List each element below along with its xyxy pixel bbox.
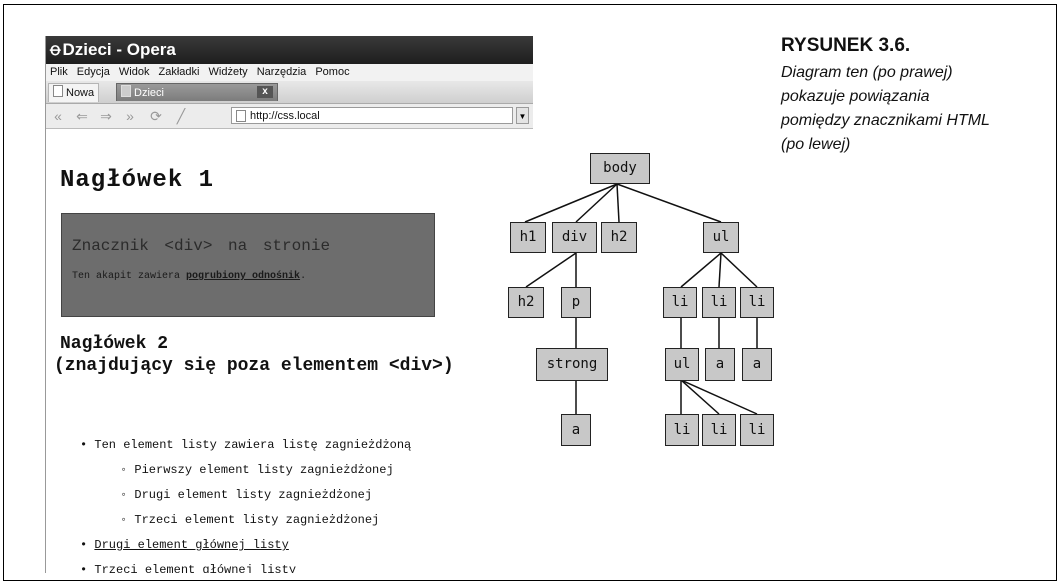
node-li-nested-1: li: [665, 414, 699, 446]
heading-2-line-2: (znajdujący się poza elementem <div>): [54, 356, 454, 376]
nested-list-item: ◦ Pierwszy element listy zagnieżdżonej: [120, 463, 394, 477]
edge-body-h1: [524, 183, 618, 223]
edit-icon[interactable]: ╱: [176, 108, 186, 124]
reload-icon[interactable]: ⟳: [150, 108, 162, 124]
menu-item-plik[interactable]: Plik: [50, 66, 68, 78]
caption-line: pomiędzy znacznikami HTML: [781, 112, 990, 129]
page-content: Nagłówek 1 Znacznik <div> na stronie Ten…: [46, 158, 533, 573]
div-title: Znacznik <div> na stronie: [72, 237, 331, 255]
page-icon: [53, 85, 63, 97]
node-li-1: li: [663, 287, 697, 318]
rewind-icon[interactable]: «: [54, 108, 62, 124]
caption-line: (po lewej): [781, 136, 851, 153]
caption-line: Diagram ten (po prawej): [781, 64, 953, 81]
node-li-nested-2: li: [702, 414, 736, 446]
node-h2: h2: [601, 222, 637, 253]
forward-icon[interactable]: ⇒: [100, 108, 112, 124]
node-a-2: a: [742, 348, 772, 381]
node-ul: ul: [703, 222, 739, 253]
edge-ul-li1: [680, 252, 722, 288]
menu-item-edycja[interactable]: Edycja: [76, 66, 110, 78]
list-item-link[interactable]: Drugi element głównej listy: [94, 538, 289, 552]
node-ul-nested: ul: [665, 348, 699, 381]
node-a-1: a: [705, 348, 735, 381]
page-icon: [236, 110, 246, 122]
close-icon[interactable]: x: [257, 86, 273, 98]
edge-body-ul: [616, 183, 722, 223]
list-item: • Drugi element głównej listy: [80, 538, 289, 552]
fast-forward-icon[interactable]: »: [126, 108, 134, 124]
node-p: p: [561, 287, 591, 318]
heading-1: Nagłówek 1: [60, 167, 215, 194]
nested-item-text: Pierwszy element listy zagnieżdżonej: [134, 463, 394, 477]
window-title: Dzieci - Opera: [62, 40, 176, 59]
menu-item-widzety[interactable]: Widżety: [208, 66, 248, 78]
tab-new[interactable]: Nowa: [48, 83, 100, 102]
tab-active-label: Dzieci: [134, 87, 164, 99]
tab-new-label: Nowa: [66, 87, 95, 99]
nested-list-item: ◦ Trzeci element listy zagnieżdżonej: [120, 513, 380, 527]
node-a-strong: a: [561, 414, 591, 446]
list-item: • Ten element listy zawiera listę zagnie…: [80, 438, 412, 452]
node-body: body: [590, 153, 650, 184]
tab-dzieci[interactable]: Dzieci x: [116, 83, 278, 101]
figure-title: RYSUNEK 3.6.: [781, 35, 911, 56]
node-li-3: li: [740, 287, 774, 318]
node-strong: strong: [536, 348, 608, 381]
edge-ul-li3: [720, 252, 758, 288]
list-item-link[interactable]: Trzeci element głównej listy: [94, 563, 297, 573]
node-h2-child: h2: [508, 287, 544, 318]
div-paragraph: Ten akapit zawiera pogrubiony odnośnik.: [72, 271, 306, 282]
navigation-bar: « ⇐ ⇒ » ⟳ ╱ http://css.local ▼: [46, 104, 533, 129]
menu-item-zakladki[interactable]: Zakładki: [158, 66, 200, 78]
node-div: div: [552, 222, 597, 253]
edge-body-div: [575, 183, 618, 223]
caption-line: pokazuje powiązania: [781, 88, 930, 105]
heading-2-line-1: Nagłówek 2: [60, 334, 169, 354]
menu-item-widok[interactable]: Widok: [118, 66, 150, 78]
edge-body-h2: [616, 183, 620, 223]
div-box: Znacznik <div> na stronie Ten akapit zaw…: [61, 213, 435, 317]
list-item: • Trzeci element głównej listy: [80, 563, 296, 573]
heading-2: Nagłówek 2 (znajdujący się poza elemente…: [54, 333, 454, 377]
node-li-2: li: [702, 287, 736, 318]
tab-bar: Nowa Dzieci x: [46, 81, 533, 104]
figure-caption: Diagram ten (po prawej) pokazuje powiąza…: [781, 61, 1041, 157]
div-paragraph-text: Ten akapit zawiera: [72, 271, 187, 282]
back-icon[interactable]: ⇐: [76, 108, 88, 124]
list-item-text: Ten element listy zawiera listę zagnieżd…: [94, 438, 412, 452]
menu-item-narzedzia[interactable]: Narzędzia: [256, 66, 307, 78]
nested-item-text: Trzeci element listy zagnieżdżonej: [134, 513, 380, 527]
menu-bar: Plik Edycja Widok Zakładki Widżety Narzę…: [46, 64, 533, 81]
edge-div-h2: [525, 252, 577, 288]
bold-link[interactable]: pogrubiony odnośnik: [186, 271, 301, 282]
div-paragraph-end: .: [300, 271, 307, 282]
page-icon: [121, 85, 131, 97]
address-field[interactable]: http://css.local: [231, 107, 513, 124]
node-li-nested-3: li: [740, 414, 774, 446]
nested-list-item: ◦ Drugi element listy zagnieżdżonej: [120, 488, 373, 502]
node-h1: h1: [510, 222, 546, 253]
opera-logo-icon: Ꝋ: [50, 43, 61, 58]
address-value: http://css.local: [250, 110, 320, 122]
address-dropdown-button[interactable]: ▼: [516, 107, 529, 124]
edge-ul-lin3: [680, 379, 758, 415]
nested-item-text: Drugi element listy zagnieżdżonej: [134, 488, 373, 502]
edge-ul-li2: [718, 252, 722, 288]
menu-item-pomoc[interactable]: Pomoc: [315, 66, 350, 78]
edge-ul-lin2: [680, 379, 720, 415]
